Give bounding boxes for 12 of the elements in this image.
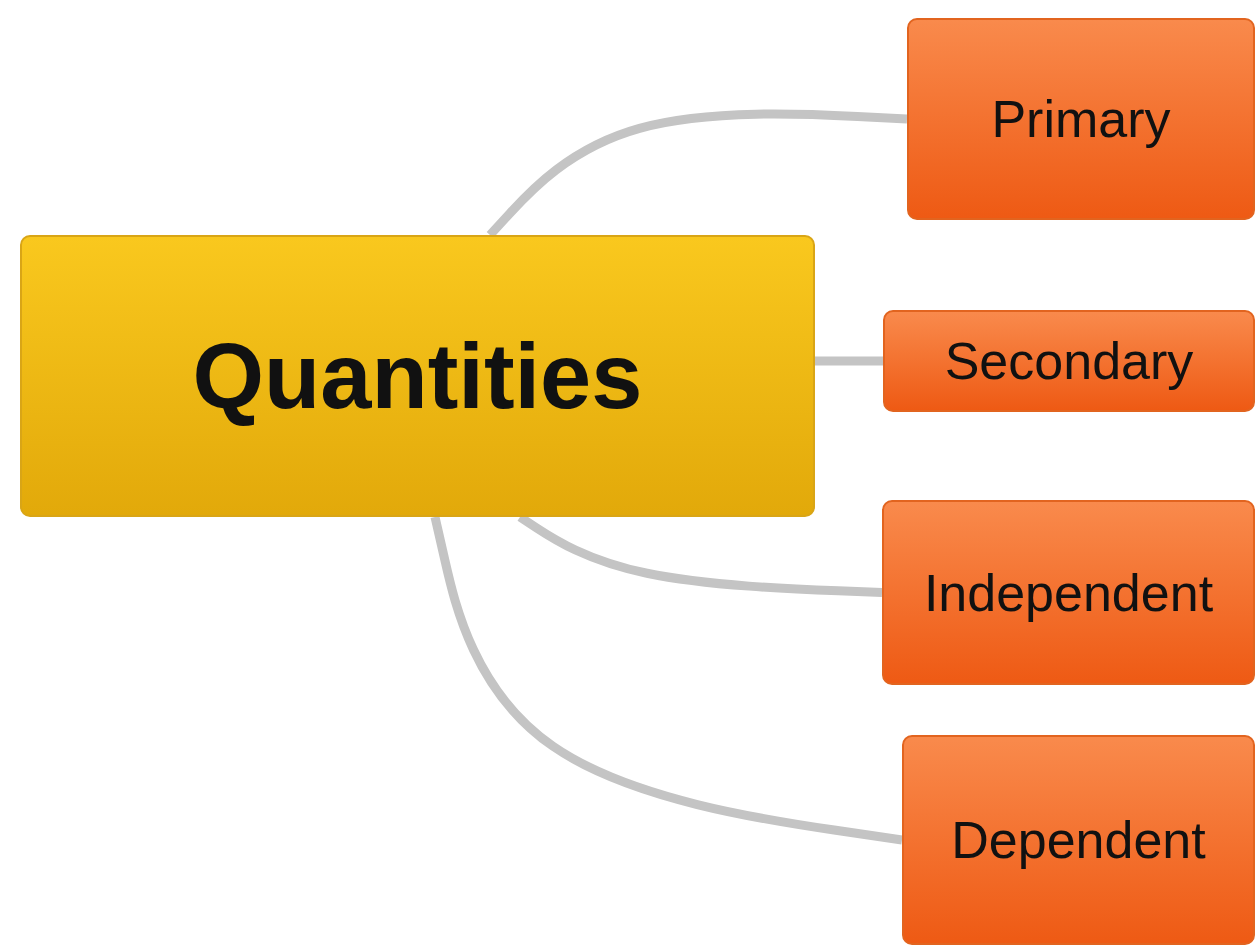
subtopic-box	[883, 310, 1255, 412]
topic-label: Independent	[923, 562, 1214, 623]
topic-label: Quantities	[192, 323, 643, 429]
topic-label: Primary	[991, 89, 1171, 149]
subtopic-box	[902, 735, 1255, 945]
central-topic-box	[20, 235, 815, 517]
topic-label: Dependent	[951, 810, 1206, 870]
connector-line	[430, 516, 903, 845]
subtopic-box	[907, 18, 1255, 220]
subtopic-box	[882, 500, 1255, 685]
topic-label: Secondary	[944, 331, 1194, 391]
connector-line	[815, 356, 883, 366]
